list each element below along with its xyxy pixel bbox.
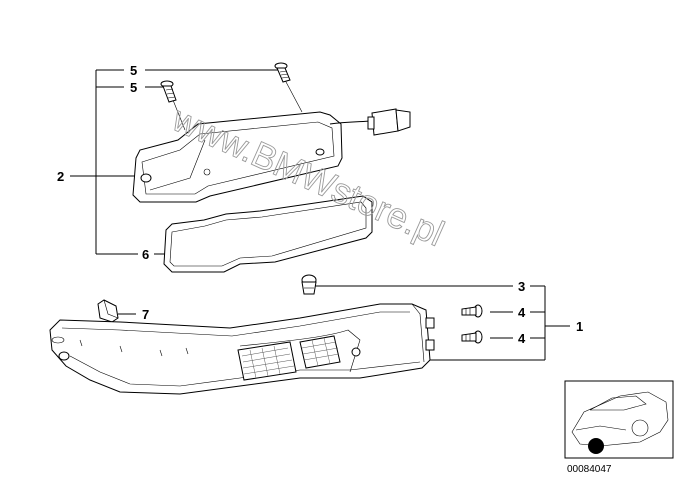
callout-2: 2 [57,169,64,184]
diagram-reference-number: 00084047 [567,464,612,475]
callout-labels: 5 5 2 6 3 4 4 1 7 [57,63,583,346]
turn-indicator-lamp-part-1 [49,303,435,395]
callout-5-top: 5 [130,63,137,78]
callout-3: 3 [518,279,525,294]
leader-lines [70,69,570,361]
screw-part-4-top [461,304,483,318]
screw-part-4-bottom [461,330,483,344]
bulb-part-3 [301,274,317,295]
callout-4-bottom: 4 [518,331,526,346]
side-marker-lamp-part-2 [132,108,411,203]
clip-part-7 [97,299,119,323]
screw-part-5-bottom [160,80,177,103]
screw-part-5-top [274,62,291,83]
gasket-part-6 [163,195,373,273]
location-marker-icon [588,438,604,454]
callout-1: 1 [576,319,583,334]
callout-5-bottom: 5 [130,80,137,95]
callout-7: 7 [142,307,149,322]
callout-6: 6 [142,247,149,262]
callout-4-top: 4 [518,305,526,320]
vehicle-thumbnail [564,380,674,459]
